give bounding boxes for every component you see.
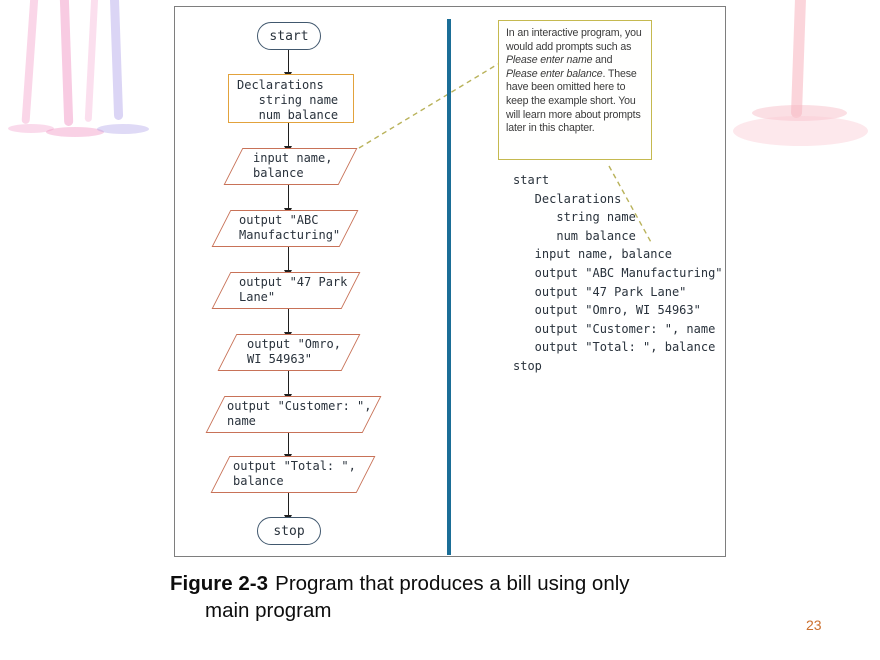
io-text: output "Customer: ", name [227, 399, 372, 428]
start-label: start [269, 28, 309, 44]
code-line: output "47 Park Lane" [513, 284, 687, 299]
code-line: input name, balance [513, 247, 672, 262]
flow-arrow [284, 123, 292, 153]
code-line: Declarations [513, 191, 622, 206]
io-output-total-balance: output "Total: ", balance [210, 456, 376, 493]
callout-italic-text: Please enter balance [506, 67, 603, 80]
annotation-callout: In an interactive program, you would add… [498, 20, 652, 160]
io-text: output "Omro, WI 54963" [247, 337, 341, 366]
io-output-omro-wi: output "Omro, WI 54963" [217, 334, 361, 371]
code-line: output "Total: ", balance [513, 340, 716, 355]
caption-line1: Figure 2-3 Program that produces a bill u… [170, 570, 770, 597]
code-line: output "Customer: ", name [513, 321, 716, 336]
callout-text: In an interactive program, you would add… [506, 27, 642, 53]
decorative-foot [46, 127, 104, 137]
flow-arrow [284, 185, 292, 215]
caption-text: Program that produces a bill using only [275, 572, 630, 595]
io-text: output "Total: ", balance [233, 459, 356, 488]
callout-italic-text: Please enter name [506, 54, 593, 67]
io-input-name-balance: input name, balance [223, 148, 358, 185]
figure-panel: start Declarations string name num balan… [174, 6, 726, 557]
flow-arrow [284, 433, 292, 461]
code-line: string name [513, 210, 636, 225]
flow-arrow [284, 50, 292, 79]
decorative-foot [97, 124, 149, 134]
flow-arrow [284, 493, 292, 522]
code-line: output "Omro, WI 54963" [513, 303, 701, 318]
callout-text: and [592, 54, 613, 67]
flow-arrow [284, 309, 292, 339]
code-line: output "ABC Manufacturing" [513, 265, 723, 280]
io-text: output "ABC Manufacturing" [239, 213, 341, 242]
decorative-foot [752, 105, 847, 121]
decorative-leg [109, 0, 124, 121]
decorative-foot [733, 116, 868, 146]
page-number: 23 [806, 617, 822, 633]
io-text: input name, balance [253, 151, 333, 180]
io-output-47-park-lane: output "47 Park Lane" [211, 272, 361, 309]
pseudocode-listing: start Declarations string name num balan… [513, 171, 723, 376]
caption-line2: main program [205, 599, 332, 622]
code-line: num balance [513, 228, 636, 243]
io-output-abc-manufacturing: output "ABC Manufacturing" [211, 210, 359, 247]
declarations-process-box: Declarations string name num balance [228, 74, 354, 123]
flowchart-stop-terminal: stop [257, 517, 321, 545]
stop-label: stop [273, 523, 305, 539]
io-output-customer-name: output "Customer: ", name [205, 396, 382, 433]
caption-figure-label: Figure 2-3 [170, 572, 268, 595]
code-line: stop [513, 358, 542, 373]
io-text: output "47 Park Lane" [239, 275, 348, 304]
decorative-leg [21, 0, 39, 125]
decorative-leg [59, 0, 74, 127]
flowchart-start-terminal: start [257, 22, 321, 50]
flow-arrow [284, 371, 292, 401]
figure-caption: Figure 2-3 Program that produces a bill u… [170, 570, 770, 624]
decorative-foot [8, 124, 54, 133]
decorative-leg [84, 0, 99, 123]
flow-arrow [284, 247, 292, 277]
code-line: start [513, 173, 550, 187]
callout-text: . These have been omitted here to keep t… [506, 67, 641, 135]
decorative-leg [790, 0, 807, 119]
divider-line [447, 19, 451, 555]
